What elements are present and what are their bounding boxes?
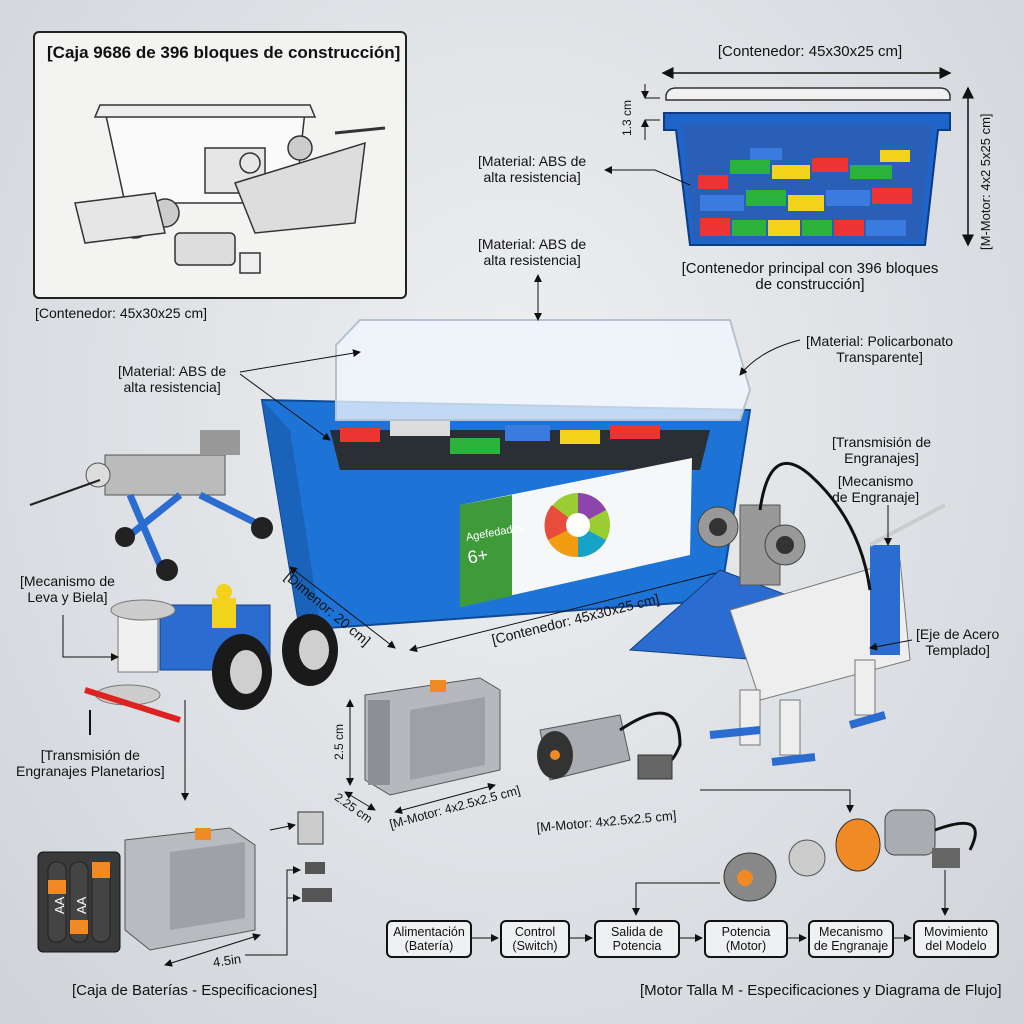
battery-module: [344, 677, 501, 815]
callout-line: [Material: ABS de: [478, 236, 587, 252]
container-cross-section: [604, 67, 974, 247]
container-caption-line-1: [Contenedor principal con 396 bloques: [681, 260, 939, 277]
container-width-label: [Contenedor: 45x30x25 cm]: [717, 43, 903, 60]
flow-step-power-supply: Alimentación (Batería): [386, 920, 472, 958]
callout-line: Leva y Biela]: [27, 589, 108, 605]
sketch-inset: [Caja 9686 de 396 bloques de construcció…: [33, 31, 407, 299]
callout-line: Transparente]: [836, 349, 923, 365]
callout-line: [Material: ABS de: [478, 153, 587, 169]
container-caption: [Contenedor principal con 396 bloques de…: [660, 261, 960, 293]
lid-height-label: 1.3 cm: [620, 99, 634, 136]
callout-line: de Engranaje]: [832, 489, 920, 505]
m-motor: [537, 711, 682, 781]
main-container-box: [260, 319, 752, 632]
cam-car: [84, 584, 338, 723]
flow-step-motor: Potencia (Motor): [704, 920, 788, 958]
flow-step-gear-mechanism: Mecanismo de Engranaje: [808, 920, 894, 958]
exploded-motor: [723, 809, 977, 902]
battery-cell-2: AA: [74, 896, 89, 914]
callout-line: alta resistencia]: [483, 169, 581, 185]
callout-line: alta resistencia]: [123, 379, 221, 395]
flow-caption: [Motor Talla M - Especificaciones y Diag…: [640, 982, 1002, 999]
callout-line: [Transmisión de: [40, 747, 140, 763]
callout-line: [Transmisión de: [832, 434, 932, 450]
walker-robot: [29, 430, 273, 581]
flow-step-control: Control (Switch): [500, 920, 570, 958]
callout-line: alta resistencia]: [483, 252, 581, 268]
battery-box: [37, 811, 332, 967]
flow-step-model-movement: Movimiento del Modelo: [913, 920, 999, 958]
inset-caption: [Contenedor: 45x30x25 cm]: [35, 305, 207, 321]
callout-line: [Mecanismo de: [20, 573, 115, 589]
callout-line: Engranajes]: [844, 450, 919, 466]
callout-line: [Eje de Acero: [916, 626, 1000, 642]
container-height-label: [M-Motor: 4x2 5x25 cm]: [978, 113, 993, 250]
callout-line: [Mecanismo: [837, 473, 914, 489]
gear-robot: [628, 461, 946, 766]
callout-line: [Material: ABS de: [118, 363, 227, 379]
callout-line: [Material: Policarbonato: [806, 333, 954, 349]
callout-line: Templado]: [925, 642, 990, 658]
sketch-illustration: [74, 104, 386, 274]
box-age: 6+: [466, 544, 490, 568]
inset-title: [Caja 9686 de 396 bloques de construcció…: [47, 43, 401, 62]
container-caption-line-2: de construcción]: [755, 276, 865, 293]
battery-box-caption: [Caja de Baterías - Especificaciones]: [72, 982, 318, 999]
callout-line: Engranajes Planetarios]: [16, 763, 165, 779]
flow-step-power-output: Salida de Potencia: [594, 920, 680, 958]
battery-cell-1: AA: [52, 896, 67, 914]
module-height-label: 2.5 cm: [332, 723, 346, 760]
